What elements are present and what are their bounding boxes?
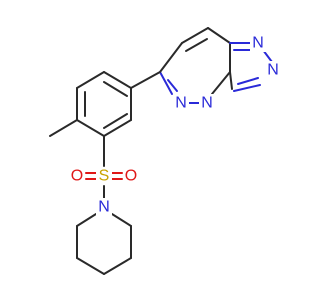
bond xyxy=(207,27,231,44)
atom-label-n: N xyxy=(252,35,264,52)
chemical-structure: N N N N N S O O xyxy=(49,27,281,275)
bond xyxy=(76,213,97,227)
bond xyxy=(233,84,261,92)
bond xyxy=(49,119,78,137)
bond xyxy=(185,38,208,52)
bond xyxy=(237,77,259,85)
atoms: N N N N N S O O xyxy=(69,34,281,216)
bond xyxy=(159,71,173,95)
bond xyxy=(76,119,105,137)
bond xyxy=(103,257,132,275)
bonds xyxy=(49,27,273,275)
bond xyxy=(159,42,183,73)
bond xyxy=(130,71,161,89)
bond xyxy=(103,81,128,97)
atom-label-s: S xyxy=(99,168,110,185)
atom-label-o: O xyxy=(71,168,83,185)
bond xyxy=(76,257,105,275)
atom-label-n: N xyxy=(175,95,187,112)
bond xyxy=(167,79,178,92)
atom-label-n: N xyxy=(201,95,213,112)
structure-canvas: N N N N N S O O xyxy=(49,27,281,275)
bond xyxy=(76,71,105,89)
bond xyxy=(111,213,132,227)
atom-label-n: N xyxy=(267,62,279,79)
atom-label-n: N xyxy=(98,199,110,216)
bond xyxy=(181,27,209,44)
bond xyxy=(211,71,231,95)
bond xyxy=(103,119,132,137)
atom-label-o: O xyxy=(125,168,137,185)
bond xyxy=(229,71,233,90)
bond xyxy=(103,113,128,129)
bond xyxy=(103,71,132,89)
